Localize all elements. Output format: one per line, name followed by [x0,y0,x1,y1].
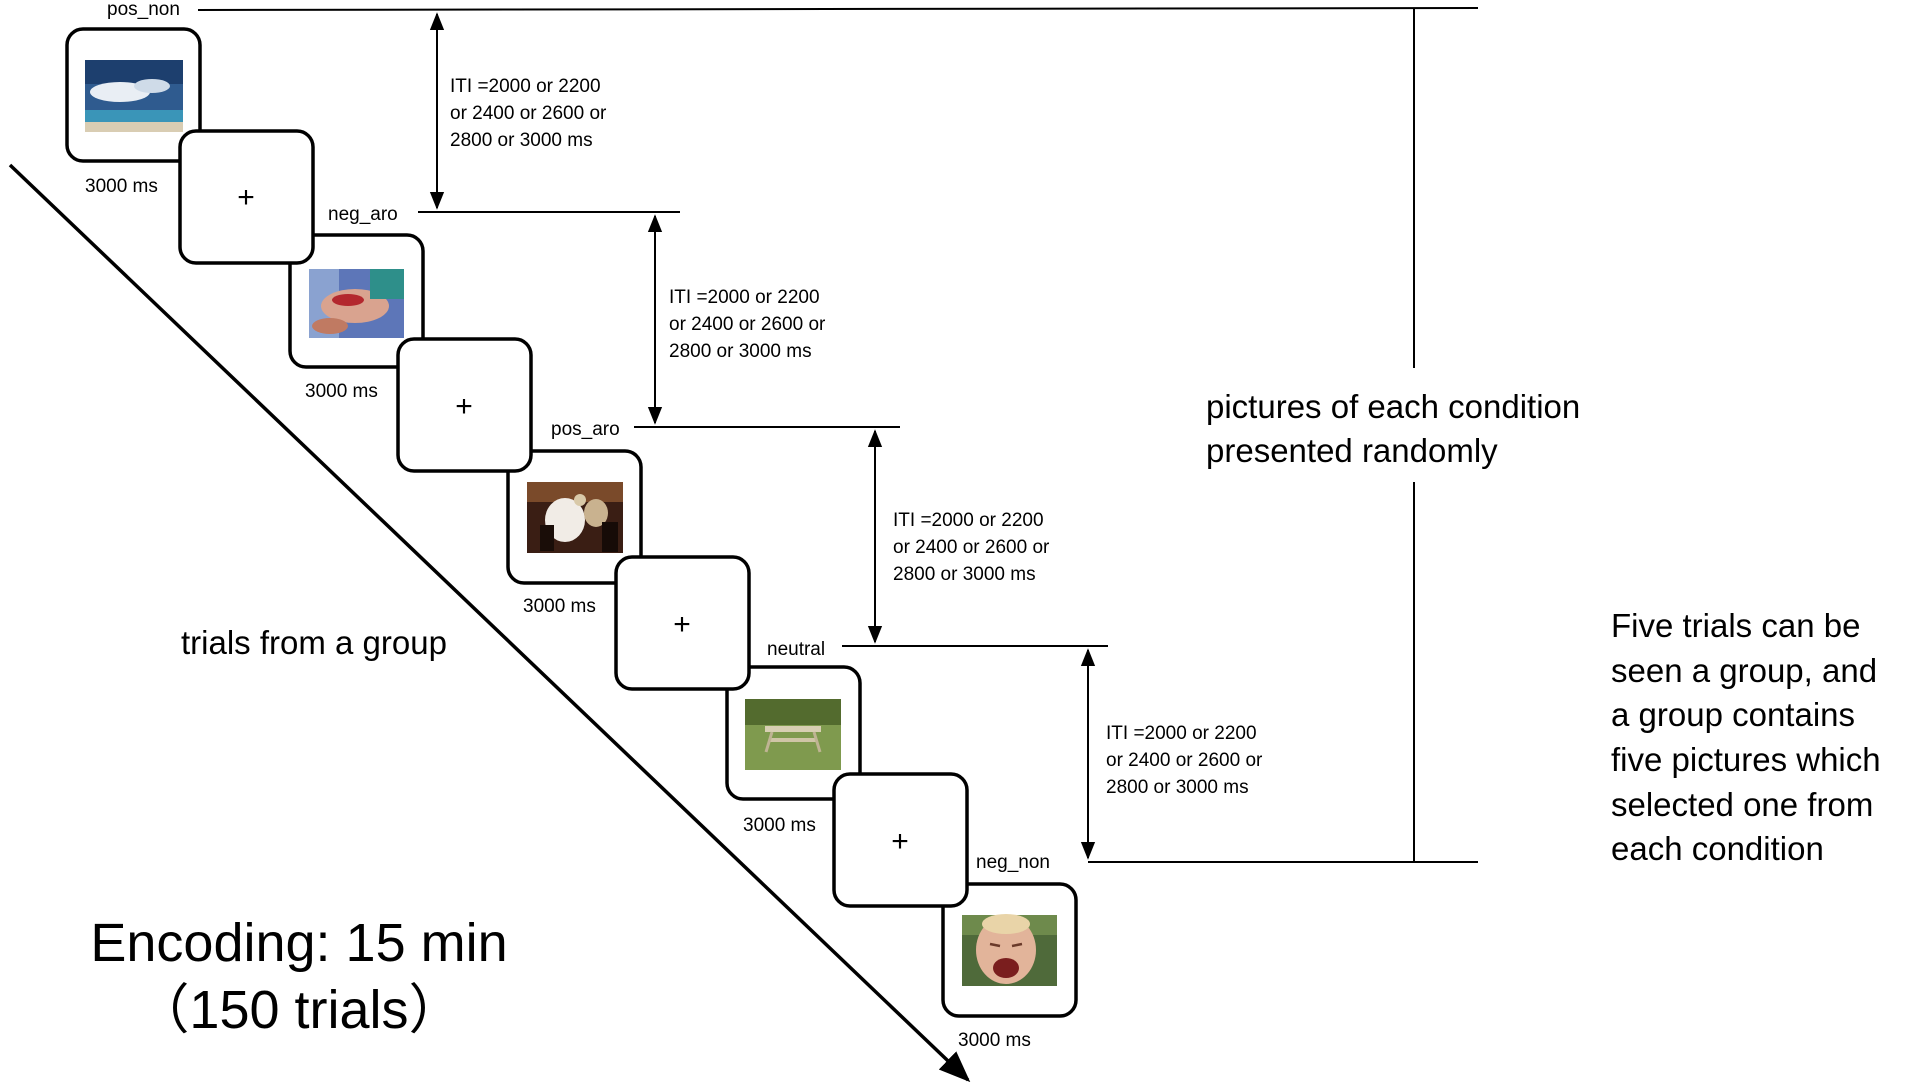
iti-text-1: ITI =2000 or 2200 or 2400 or 2600 or 280… [450,76,607,151]
trial-frame-neutral [725,665,862,801]
beach-sky-photo [85,60,183,132]
iti-line: ITI =2000 or 2200 [669,287,820,308]
iti-text-4: ITI =2000 or 2200 or 2400 or 2600 or 280… [1106,723,1263,798]
iti-line: 2800 or 3000 ms [893,564,1036,585]
group-note-line: five pictures which [1611,741,1881,778]
condition-label-neutral: neutral [767,639,825,660]
encoding-title-line: Encoding: 15 min [90,913,507,973]
iti-line: ITI =2000 or 2200 [893,510,1044,531]
duration-label: 3000 ms [85,176,158,197]
condition-label-pos-aro: pos_aro [551,419,620,440]
fixation-frame-4: + [832,772,969,908]
trial-frame-neg-aro [288,233,425,369]
onset-line-pos-non [197,7,1479,11]
trial-frame-pos-non [65,27,202,163]
fixation-cross: + [455,390,473,423]
fixation-cross: + [673,608,691,641]
trial-frame-pos-aro [506,449,643,585]
group-note-line: Five trials can be [1611,607,1860,644]
iti-line: ITI =2000 or 2200 [450,76,601,97]
time-axis-arrow [8,163,971,1083]
group-note-line: a group contains [1611,696,1855,733]
group-description: Five trials can be seen a group, and a g… [1611,607,1881,867]
iti-line: 2800 or 3000 ms [450,130,593,151]
picnic-table-photo [745,699,841,770]
iti-text-2: ITI =2000 or 2200 or 2400 or 2600 or 280… [669,287,826,362]
group-note-line: each condition [1611,830,1824,867]
random-note-line: presented randomly [1206,432,1498,469]
condition-label-neg-aro: neg_aro [328,204,398,225]
group-note-line: seen a group, and [1611,652,1877,689]
duration-label: 3000 ms [743,815,816,836]
fixation-frame-1: + [178,129,315,265]
duration-label: 3000 ms [523,596,596,617]
trials-group-label: trials from a group [181,624,447,661]
wedding-celebration-photo [527,482,623,553]
fixation-frame-3: + [614,555,751,691]
encoding-title-line: （150 trials） [135,980,462,1040]
iti-line: or 2400 or 2600 or [893,537,1050,558]
iti-line: 2800 or 3000 ms [669,341,812,362]
fixation-cross: + [237,181,255,214]
condition-label-pos-non: pos_non [107,0,180,20]
injured-hand-photo [309,269,404,338]
iti-text-3: ITI =2000 or 2200 or 2400 or 2600 or 280… [893,510,1050,585]
group-note-line: selected one from [1611,786,1873,823]
duration-label: 3000 ms [958,1030,1031,1051]
iti-line: 2800 or 3000 ms [1106,777,1249,798]
iti-line: ITI =2000 or 2200 [1106,723,1257,744]
trial-frame-neg-non [941,882,1078,1018]
iti-line: or 2400 or 2600 or [1106,750,1263,771]
crying-child-photo [962,914,1057,986]
random-note-line: pictures of each condition [1206,388,1580,425]
iti-line: or 2400 or 2600 or [450,103,607,124]
condition-label-neg-non: neg_non [976,852,1050,873]
duration-label: 3000 ms [305,381,378,402]
fixation-cross: + [891,825,909,858]
iti-line: or 2400 or 2600 or [669,314,826,335]
fixation-frame-2: + [396,337,533,473]
